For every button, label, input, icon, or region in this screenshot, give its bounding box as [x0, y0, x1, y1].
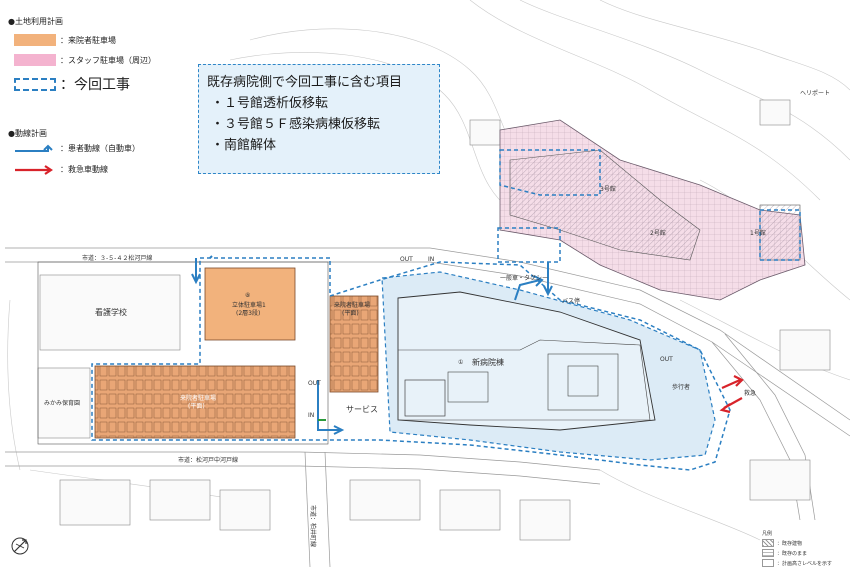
legend-row-ambulance-flow: ：救急車動線 — [14, 164, 108, 175]
hatch-swatch-icon — [762, 539, 774, 547]
building-core-a — [404, 379, 446, 417]
garage-sub: (2層3段) — [236, 310, 261, 317]
in-label: IN — [308, 412, 315, 419]
compass-icon — [11, 537, 29, 555]
out-label: OUT — [308, 380, 321, 387]
red-arrow-icon — [15, 164, 53, 175]
dotted-swatch-icon — [762, 549, 774, 557]
out-label: OUT — [660, 356, 673, 363]
map-legend-row: ：既存のまま — [762, 548, 842, 558]
blue-arrow-icon — [15, 144, 53, 152]
nursery-label: みかみ保育園 — [44, 400, 81, 407]
scope-item: ・３号館５Ｆ感染病棟仮移転 — [211, 117, 381, 132]
map-legend: 凡例 ：既存建物 ：既存のまま ：計画高さレベルを示す — [762, 528, 842, 567]
bus-stop-label: バス停 — [562, 298, 581, 305]
pedestrian-label: 歩行者 — [672, 384, 691, 391]
garage-name: 立体駐車場1 — [232, 302, 266, 309]
construction-boundary — [91, 257, 731, 471]
big-parking-sub: (平面) — [188, 403, 205, 410]
map-legend-title: 凡例 — [762, 530, 773, 537]
helipad-label: ヘリポート — [800, 90, 831, 97]
scope-title: 既存病院側で今回工事に含む項目 — [207, 75, 403, 90]
nursing-school-label: 看護学校 — [95, 308, 127, 317]
in-label: IN — [428, 256, 435, 263]
emergency-label: 救急 — [744, 390, 757, 397]
pink-swatch-icon — [14, 54, 56, 66]
parking-east-label: 来院者駐車場 — [334, 302, 371, 309]
existing-hospital — [499, 119, 806, 301]
dashed-box-icon — [14, 77, 56, 91]
visitor-parking-flat — [94, 365, 296, 439]
visitor-parking-east — [329, 295, 379, 393]
out-label: OUT — [400, 256, 413, 263]
road-center-label: 市道：柏井町線 — [309, 505, 316, 548]
legend: ●土地利用計画 ：来院者駐車場 ：スタッフ駐車場（周辺） ：今回工事 ●動線計画… — [8, 10, 198, 200]
new-hospital-building — [397, 291, 656, 431]
west-site-outline — [37, 261, 329, 445]
scope-item: ・南館解体 — [211, 138, 277, 153]
existing-building-label: 3号館 — [600, 186, 616, 193]
road-north-label: 市道：３-５-４２松河戸線 — [82, 255, 153, 262]
parking-east-sub: (平面) — [342, 310, 359, 317]
legend-row-staff-parking: ：スタッフ駐車場（周辺） — [14, 54, 156, 66]
big-parking-label: 来院者駐車場 — [180, 395, 217, 402]
service-label: サービス — [346, 405, 378, 414]
legend-row-visitor-parking: ：来院者駐車場 — [14, 34, 116, 46]
construction-scope-box: 既存病院側で今回工事に含む項目 ・１号館透析仮移転 ・３号館５Ｆ感染病棟仮移転 … — [198, 64, 440, 174]
new-hospital-label: 新病院棟 — [472, 358, 504, 367]
scope-item: ・１号館透析仮移転 — [211, 96, 329, 111]
surrounding-buildings — [37, 99, 831, 541]
roads — [5, 247, 850, 567]
building-core-b — [547, 353, 619, 411]
legend-row-patient-flow: ：患者動線（自動車） — [14, 143, 140, 154]
ambulance-arrows — [719, 375, 744, 414]
flow-heading: ●動線計画 — [8, 129, 47, 138]
new-hospital-number: ① — [458, 359, 464, 366]
legend-row-construction: ：今回工事 — [14, 74, 130, 94]
orange-swatch-icon — [14, 34, 56, 46]
road-south-label: 市道：松河戸中河戸線 — [178, 457, 239, 464]
map-legend-row: ：既存建物 — [762, 538, 842, 548]
parking-garage-1 — [204, 267, 296, 341]
patient-flow-arrows — [191, 255, 553, 435]
level-swatch-icon — [762, 559, 774, 567]
existing-building-label: 2号館 — [650, 230, 666, 237]
existing-building-label: 1号館 — [750, 230, 766, 237]
taxi-label: 一般車・タクシー — [500, 275, 549, 282]
land-use-heading: ●土地利用計画 — [8, 17, 63, 26]
garage-number: ⑧ — [245, 292, 251, 299]
